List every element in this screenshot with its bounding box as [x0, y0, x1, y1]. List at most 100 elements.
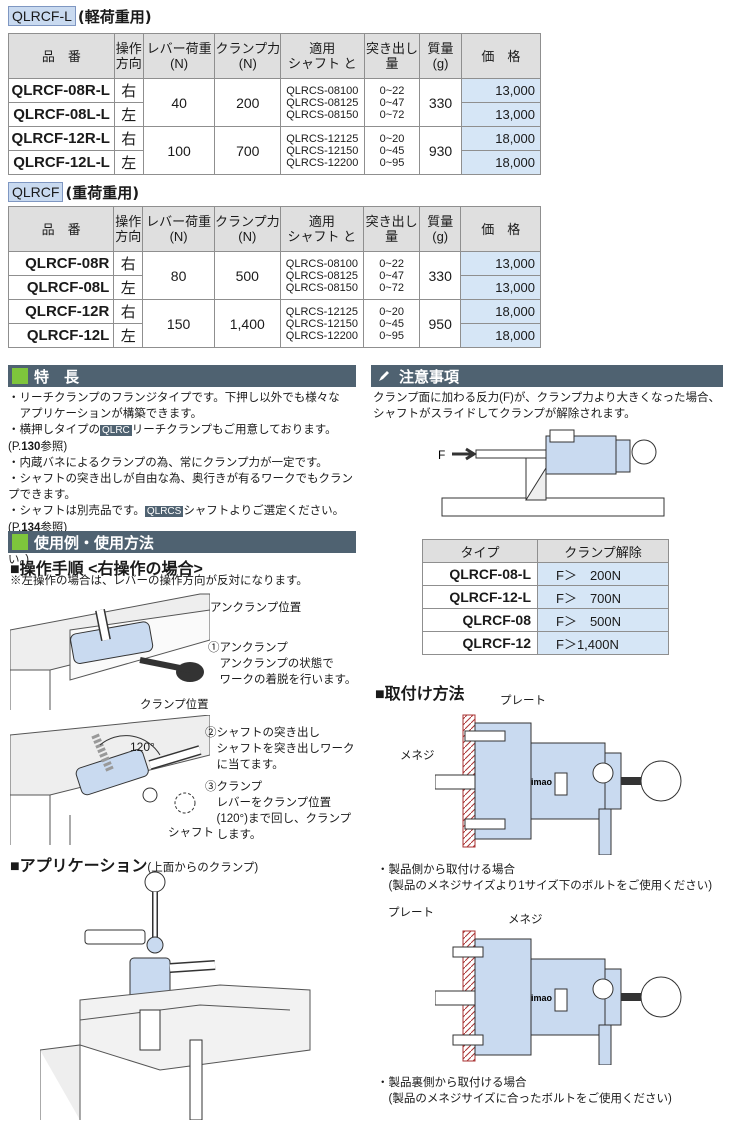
release-type: QLRCF-12 [422, 631, 538, 655]
plate-label-1: プレート [500, 695, 546, 707]
clamp-force: 200 [214, 78, 282, 127]
light-spec-table: 品 番 操作 方向 レバー荷重 (N) クランプ力 (N) 適用 シャフト と … [8, 33, 542, 175]
caution-title: 注意事項 [399, 367, 460, 386]
step2-text: ②シャフトの突き出し シャフトを突き出しワーク に当てます。 [205, 727, 355, 771]
hdr-clamp: クランプ力 (N) [214, 33, 282, 79]
stroke-list: 0~22 0~47 0~72 [363, 78, 421, 127]
table-row: QLRCF-08R-L 右 40 200 QLRCS-08100 QLRCS-0… [8, 78, 542, 127]
feature-line: アプリケーションが構築できます。 [8, 408, 203, 420]
direction: 右 [113, 126, 144, 151]
mount-note-1: ・製品側から取付ける場合 (製品のメネジサイズより1サイズ下のボルトをご使用くだ… [377, 864, 713, 892]
qlrc-tag: QLRC [100, 425, 132, 436]
mass: 950 [419, 299, 462, 348]
table-row: QLRCF-12L 左 18,000 [7, 323, 541, 348]
shaft-list: QLRCS-12125 QLRCS-12150 QLRCS-12200 [280, 126, 365, 175]
feature-line: ・内蔵バネによるクランプの為、常にクランプ力が一定です。 [8, 457, 328, 469]
price: 13,000 [460, 251, 541, 276]
direction: 右 [113, 299, 144, 324]
brand-label: imao [531, 993, 553, 1003]
price: 18,000 [460, 299, 541, 324]
hdr-release: クランプ解除 [537, 539, 669, 563]
features-header: 特 長 [8, 365, 356, 387]
usage-header: 使用例・使用方法 [8, 531, 356, 553]
step1-text: ①アンクランプ アンクランプの状態で ワークの着脱を行います。 [208, 642, 357, 686]
lever-load: 40 [142, 78, 216, 127]
mount-diagram-front: imao [435, 714, 682, 855]
pencil-icon [375, 368, 393, 384]
table-row: QLRCF-12R 右 150 1,400 QLRCS-12125 QLRCS-… [7, 299, 541, 348]
hdr-part: 品 番 [8, 33, 115, 79]
part-number: QLRCF-12L-L [8, 150, 115, 175]
clamp-force: 1,400 [213, 299, 281, 348]
light-load-title: QLRCF-L (軽荷重用) [8, 4, 152, 28]
hdr-stroke: 突き出し 量 [363, 206, 421, 252]
part-number: QLRCF-08R [7, 251, 115, 276]
direction: 右 [113, 78, 144, 103]
mass: 330 [419, 78, 462, 127]
mount-note-2: ・製品裏側から取付ける場合 (製品のメネジサイズに合ったボルトをご使用ください) [377, 1077, 672, 1105]
table-row: QLRCF-08L 左 13,000 [7, 275, 541, 300]
part-number: QLRCF-12R [7, 299, 115, 324]
qlrcs-tag: QLRCS [144, 506, 184, 517]
angle-label: 120° [130, 740, 155, 754]
price: 18,000 [460, 323, 541, 348]
heavy-spec-table: 品 番 操作 方向 レバー荷重 (N) クランプ力 (N) 適用 シャフト と … [7, 206, 541, 348]
part-number: QLRCF-12L [7, 323, 115, 348]
clamp-force: 700 [214, 126, 282, 175]
feature-line: ・シャフトの突き出しが自由な為、奥行きが有るワークでもクランプできます。 [8, 473, 353, 501]
table-row: QLRCF-08L-L 左 13,000 [8, 102, 542, 127]
heavy-title-text: (重荷重用) [65, 183, 140, 202]
price: 13,000 [460, 275, 541, 300]
shaft-list: QLRCS-08100 QLRCS-08125 QLRCS-08150 [280, 78, 365, 127]
mass: 330 [419, 251, 462, 300]
light-title-text: (軽荷重用) [77, 7, 152, 26]
release-force: F＞ 500N [537, 608, 669, 632]
heavy-load-title: QLRCF (重荷重用) [8, 180, 139, 204]
light-code-badge: QLRCF-L [8, 6, 76, 26]
shaft-label: シャフト [168, 827, 214, 839]
feature-line: ・リーチクランプのフランジタイプです。下押し以外でも様々な [8, 392, 340, 404]
green-square-icon [12, 368, 28, 384]
table-row: QLRCF-12R-L 右 100 700 QLRCS-12125 QLRCS-… [8, 126, 542, 175]
shaft-list: QLRCS-12125 QLRCS-12150 QLRCS-12200 [279, 299, 365, 348]
clamp-force: 500 [213, 251, 281, 300]
heavy-spec-table-wrap: 品 番 操作 方向 レバー荷重 (N) クランプ力 (N) 適用 シャフト と … [7, 206, 541, 348]
price: 18,000 [460, 126, 542, 151]
lever-load: 150 [142, 299, 215, 348]
caution-text: クランプ面に加わる反力(F)が、クランプ力より大きくなった場合、 シャフトがスラ… [373, 390, 725, 422]
hdr-shaft: 適用 シャフト と [279, 206, 365, 252]
part-number: QLRCF-08R-L [8, 78, 115, 103]
mounting-title: ■取付け方法 [375, 686, 465, 703]
hdr-type: タイプ [422, 539, 538, 563]
price: 13,000 [460, 78, 542, 103]
release-type: QLRCF-08 [422, 608, 538, 632]
price: 18,000 [460, 150, 542, 175]
hdr-price: 価 格 [460, 206, 541, 252]
table-row: QLRCF-08R 右 80 500 QLRCS-08100 QLRCS-081… [7, 251, 541, 300]
caution-text-line: クランプ面に加わる反力(F)が、クランプ力より大きくなった場合、 [373, 392, 721, 404]
features-title: 特 長 [34, 367, 80, 386]
release-force: F＞ 200N [537, 562, 669, 586]
mass: 930 [419, 126, 462, 175]
caution-diagram: F [438, 429, 665, 517]
step3-text: ③クランプ レバーをクランプ位置 (120°)まで回し、クランプ します。 [205, 781, 352, 841]
application-illustration [40, 871, 311, 1120]
heavy-code-badge: QLRCF [8, 182, 64, 202]
hdr-stroke: 突き出し 量 [363, 33, 421, 79]
caution-text-line: シャフトがスライドしてクランプが解除されます。 [373, 408, 636, 420]
green-square-icon [12, 534, 28, 550]
stroke-list: 0~20 0~45 0~95 [363, 126, 421, 175]
release-force: F＞1,400N [537, 631, 669, 655]
hdr-dir: 操作 方向 [113, 206, 144, 252]
direction: 左 [113, 102, 144, 127]
table-row: QLRCF-12L-L 左 18,000 [8, 150, 542, 175]
release-type: QLRCF-08-L [422, 562, 538, 586]
price: 13,000 [460, 102, 542, 127]
caution-header: 注意事項 [371, 365, 723, 387]
shaft-list: QLRCS-08100 QLRCS-08125 QLRCS-08150 [279, 251, 365, 300]
